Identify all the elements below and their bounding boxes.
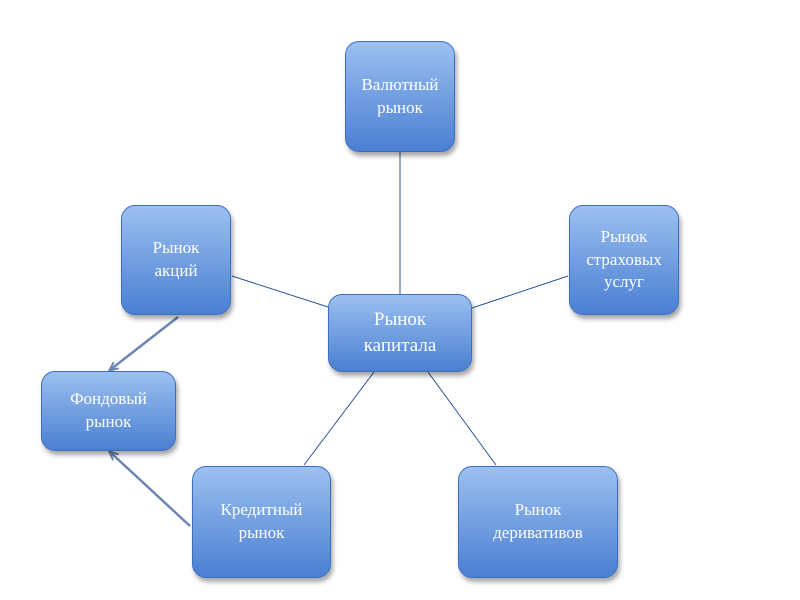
node-credit-label: Кредитный рынок bbox=[220, 500, 303, 542]
arrow-credit-securities bbox=[110, 452, 191, 527]
arrow-stocks-securities bbox=[110, 316, 179, 370]
node-center-label: Рынок капитала bbox=[363, 309, 437, 356]
node-insurance-market: Рынок страховых услуг bbox=[569, 205, 679, 315]
node-currency-market: Валютный рынок bbox=[345, 41, 455, 152]
link-center-credit bbox=[303, 371, 375, 466]
link-center-stocks bbox=[231, 275, 329, 308]
node-derivatives-label: Рынок деривативов bbox=[493, 500, 583, 542]
node-stocks-label: Рынок акций bbox=[152, 238, 200, 280]
node-insurance-label: Рынок страховых услуг bbox=[586, 226, 662, 292]
node-currency-label: Валютный рынок bbox=[361, 74, 439, 117]
node-capital-market: Рынок капитала bbox=[328, 294, 472, 372]
node-stock-market: Рынок акций bbox=[121, 205, 231, 315]
node-derivatives-market: Рынок деривативов bbox=[458, 466, 618, 578]
node-securities-label: Фондовый рынок bbox=[70, 389, 147, 431]
link-center-derivatives bbox=[427, 371, 497, 466]
node-securities-market: Фондовый рынок bbox=[41, 371, 176, 451]
link-center-insurance bbox=[471, 275, 569, 309]
node-credit-market: Кредитный рынок bbox=[192, 466, 331, 578]
